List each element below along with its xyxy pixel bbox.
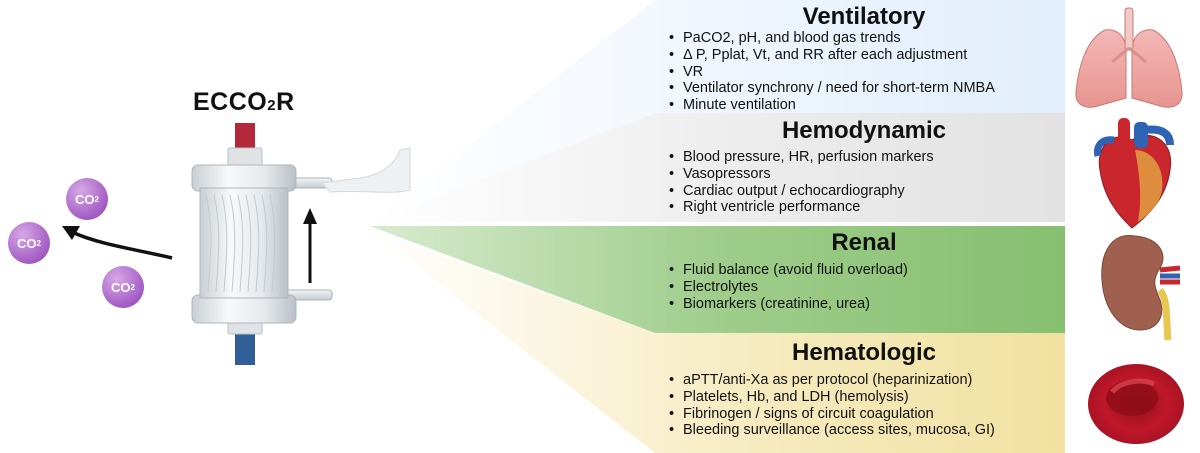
section-title: Hematologic	[791, 339, 937, 366]
list-item: Bleeding surveillance (access sites, muc…	[669, 422, 1033, 439]
device-title: ECCO2R	[193, 88, 295, 116]
kidney-icon	[1101, 235, 1181, 341]
section-renal: Renal Fluid balance (avoid fluid overloa…	[655, 229, 1033, 313]
section-ventilatory: Ventilatory PaCO2, pH, and blood gas tre…	[655, 4, 1033, 114]
list-item: Blood pressure, HR, perfusion markers	[669, 149, 1033, 166]
item-list: PaCO2, pH, and blood gas trends Δ P, Ppl…	[655, 30, 1033, 114]
section-title: Ventilatory	[802, 3, 926, 30]
item-list: Fluid balance (avoid fluid overload) Ele…	[655, 262, 1033, 312]
list-item: Biomarkers (creatinine, urea)	[669, 296, 1033, 313]
ecco2r-device	[62, 123, 411, 365]
list-item: Cardiac output / echocardiography	[669, 183, 1033, 200]
list-item: Minute ventilation	[669, 97, 1033, 114]
list-item: Right ventricle performance	[669, 199, 1033, 216]
list-item: Ventilator synchrony / need for short-te…	[669, 80, 1033, 97]
heart-icon	[1094, 118, 1174, 229]
list-item: PaCO2, pH, and blood gas trends	[669, 30, 1033, 47]
section-title: Renal	[831, 229, 897, 256]
list-item: Vasopressors	[669, 166, 1033, 183]
list-item: aPTT/anti-Xa as per protocol (hepariniza…	[669, 372, 1033, 389]
list-item: Δ P, Pplat, Vt, and RR after each adjust…	[669, 47, 1033, 64]
red-blood-cell-icon	[1088, 364, 1184, 444]
list-item: Fluid balance (avoid fluid overload)	[669, 262, 1033, 279]
item-list: aPTT/anti-Xa as per protocol (hepariniza…	[655, 372, 1033, 439]
list-item: Platelets, Hb, and LDH (hemolysis)	[669, 389, 1033, 406]
list-item: Fibrinogen / signs of circuit coagulatio…	[669, 406, 1033, 423]
section-hematologic: Hematologic aPTT/anti-Xa as per protocol…	[655, 340, 1033, 439]
lungs-icon	[1075, 7, 1183, 108]
item-list: Blood pressure, HR, perfusion markers Va…	[655, 149, 1033, 216]
list-item: Electrolytes	[669, 279, 1033, 296]
section-hemodynamic: Hemodynamic Blood pressure, HR, perfusio…	[655, 118, 1033, 216]
list-item: VR	[669, 64, 1033, 81]
section-title: Hemodynamic	[781, 117, 947, 144]
